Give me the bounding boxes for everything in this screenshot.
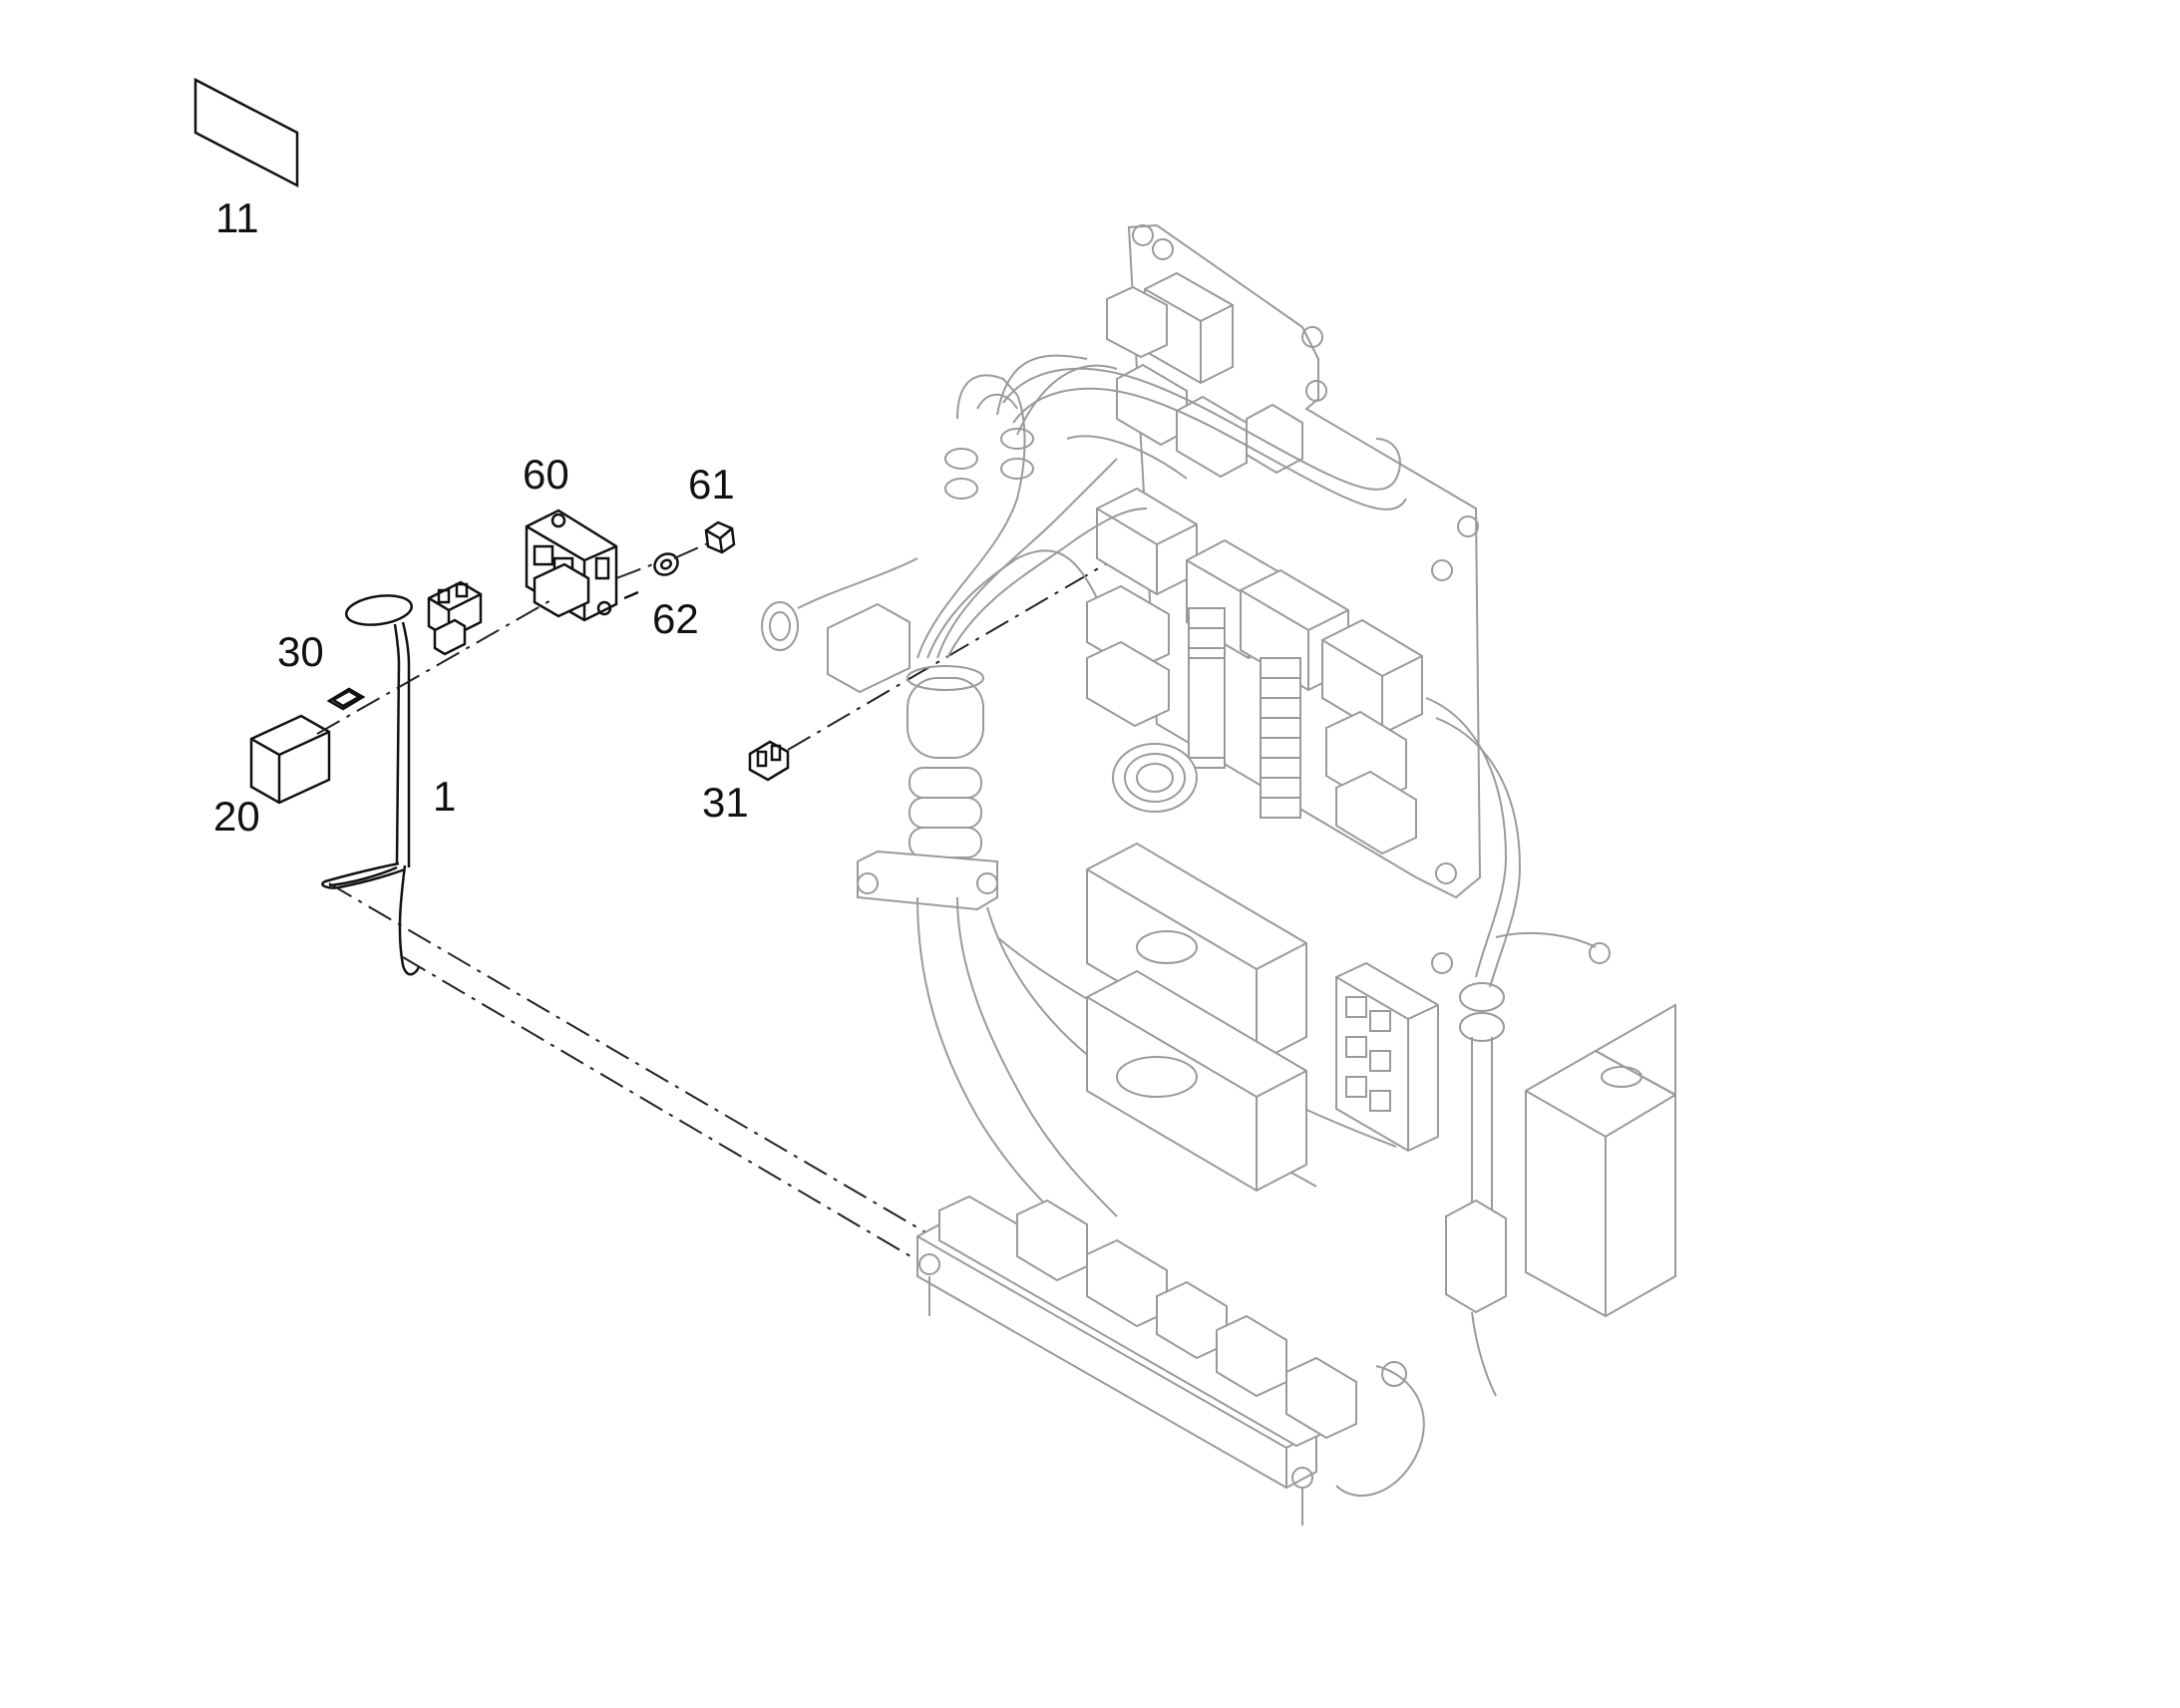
callout-62: 62 <box>652 595 699 642</box>
callout-61: 61 <box>688 461 735 508</box>
part-60-relay-holder <box>525 509 639 622</box>
callout-11: 11 <box>215 194 259 241</box>
callout-60: 60 <box>523 451 569 498</box>
callout-20: 20 <box>213 793 260 840</box>
fuse-block-right <box>1260 657 1301 819</box>
part-11-label <box>193 77 299 188</box>
fuse-block-left <box>1188 607 1226 769</box>
part-62-washer <box>653 552 679 576</box>
electrical-central-unit <box>761 223 1676 1526</box>
part-30-clip <box>326 687 366 711</box>
part-31-fuse <box>748 740 790 782</box>
part-20-relay <box>249 714 331 805</box>
part-61-nut <box>704 520 736 554</box>
callout-30: 30 <box>277 628 324 675</box>
part-1-harness <box>321 594 421 976</box>
harness-connector <box>427 580 483 656</box>
assembly-lines <box>316 527 1168 1267</box>
callout-31: 31 <box>702 779 749 826</box>
callout-1: 1 <box>433 773 457 820</box>
